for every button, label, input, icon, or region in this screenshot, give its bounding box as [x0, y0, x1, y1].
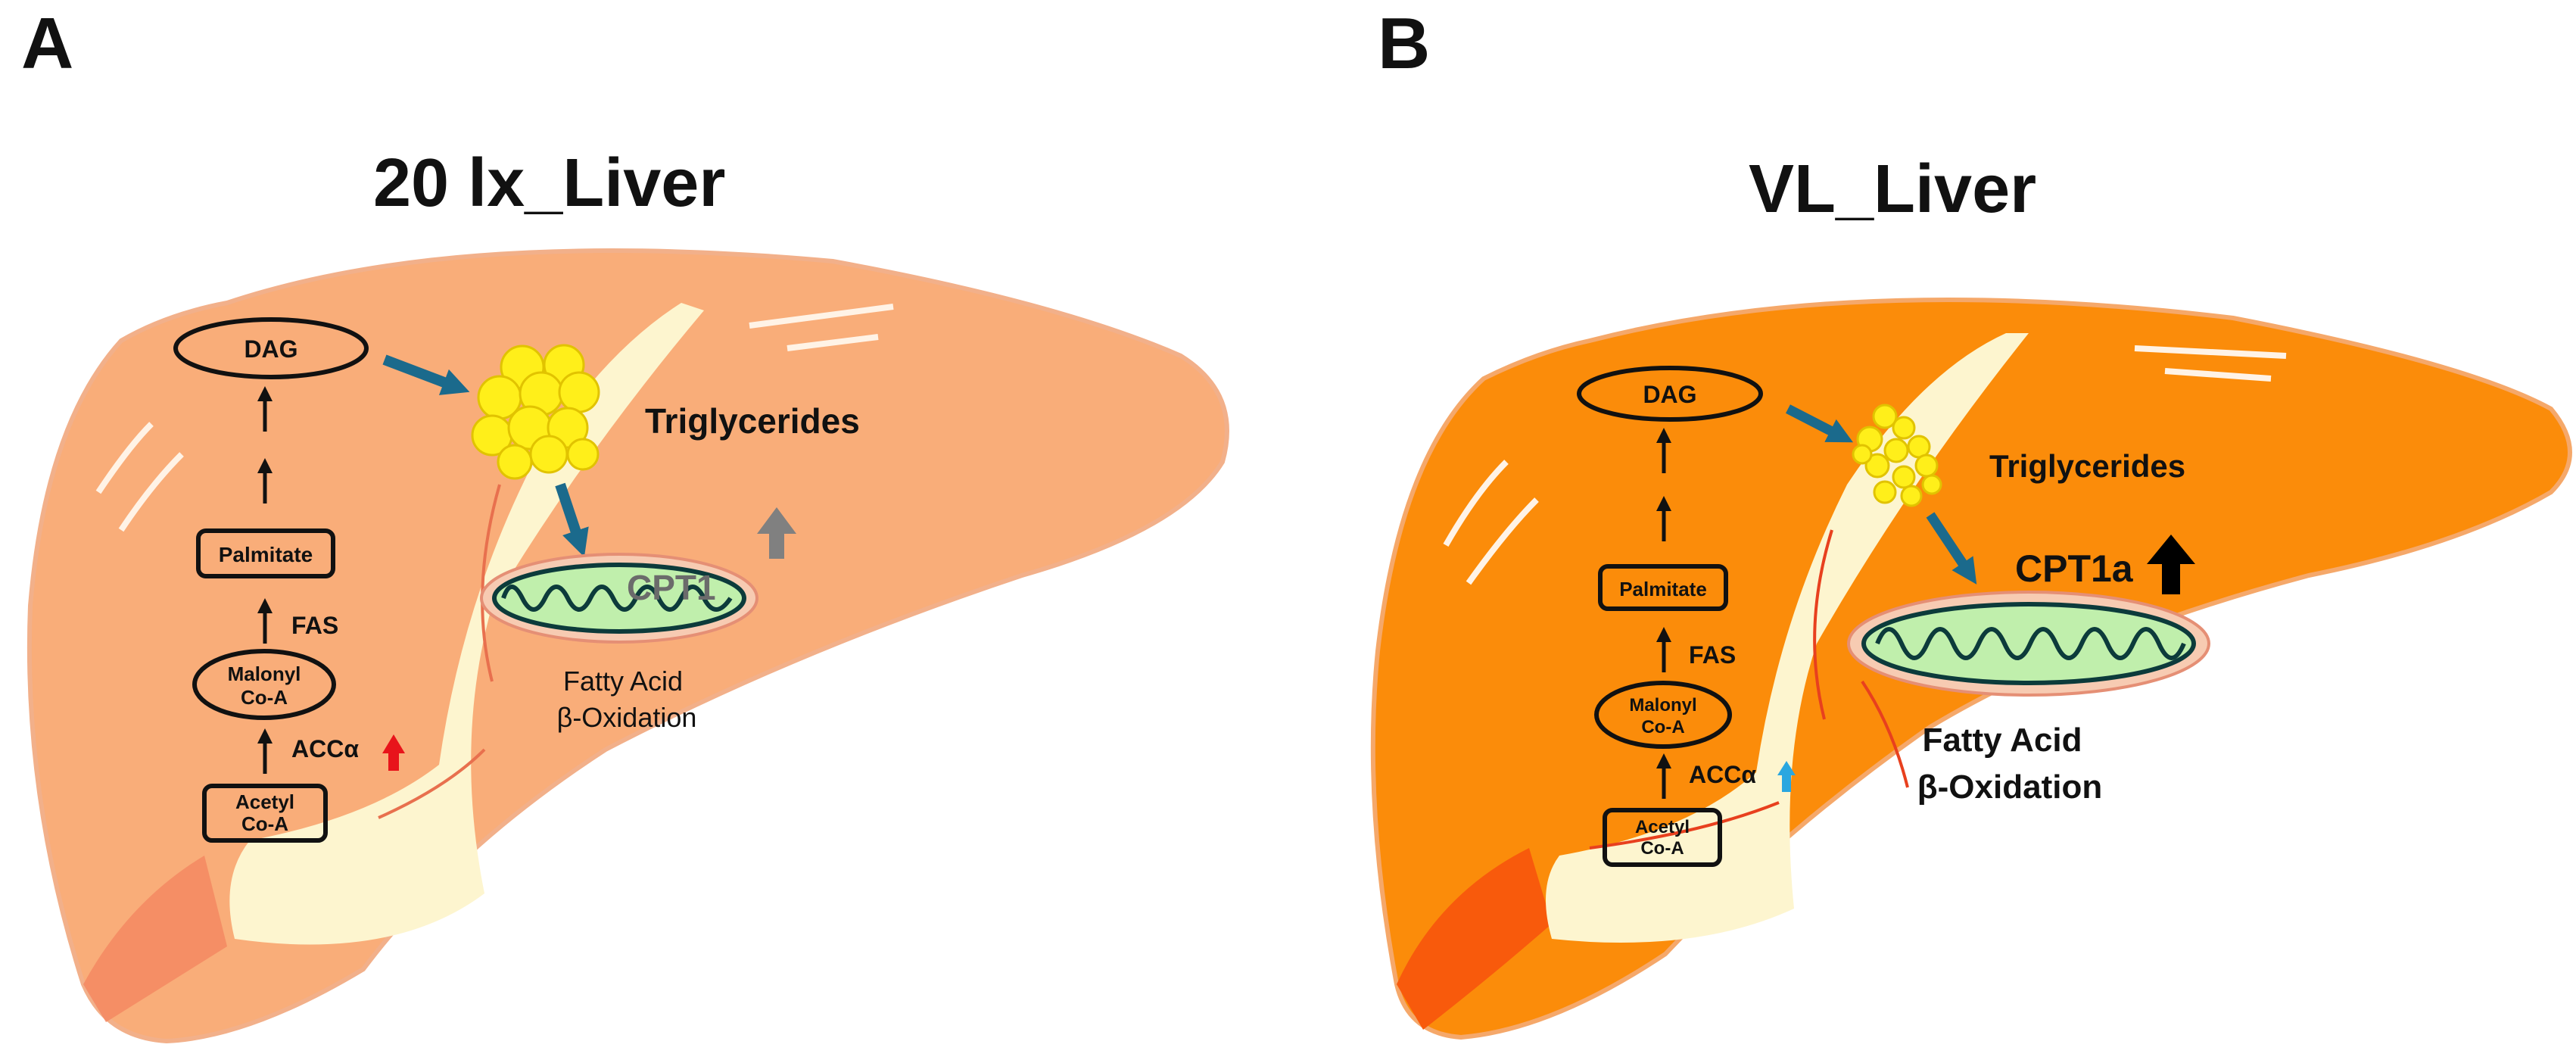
cpt1a-up-arrow-icon [2147, 535, 2195, 594]
acc-up-arrow-icon [1777, 761, 1796, 792]
cpt1a-label: CPT1a [2015, 547, 2134, 590]
malonyl-label-2: Co-A [1641, 717, 1684, 737]
oxidation-label-1: Fatty Acid [563, 666, 683, 697]
dag-label: DAG [1643, 381, 1696, 408]
dag-to-tg-flow-arrow-icon [382, 354, 470, 395]
acc-label: ACCα [291, 735, 359, 762]
malonyl-coa-node [192, 649, 336, 720]
panel-a: A 20 lx_Liver DAG Palmitate FAS Malonyl … [21, 3, 1229, 1044]
acetyl-label-1: Acetyl [1635, 817, 1690, 837]
lipid-droplet-icon [471, 344, 600, 480]
malonyl-label-1: Malonyl [1629, 695, 1696, 716]
mitochondrion-icon [1847, 591, 2210, 697]
mitochondrion-icon [480, 553, 758, 644]
fas-label: FAS [1689, 641, 1736, 669]
triglycerides-label: Triglycerides [1989, 448, 2185, 484]
dag-node [1577, 366, 1763, 422]
fas-label: FAS [291, 612, 338, 639]
dag-node [173, 317, 369, 379]
palmitate-node [1598, 564, 1728, 611]
liver-shape [26, 248, 1229, 1044]
lipid-droplet-icon [1852, 404, 1942, 507]
panel-b: B VL_Liver DAG Palmitate FAS Malonyl Co-… [1370, 3, 2572, 1040]
acetyl-label-2: Co-A [1640, 838, 1684, 859]
tg-to-mito-flow-arrow-icon [555, 482, 589, 557]
palmitate-label: Palmitate [1619, 578, 1707, 600]
tg-to-mito-flow-arrow-icon [1926, 512, 1977, 585]
malonyl-label-2: Co-A [241, 686, 288, 709]
cpt1-label: CPT1 [627, 568, 716, 607]
dag-label: DAG [244, 335, 297, 363]
acc-label: ACCα [1689, 761, 1756, 788]
malonyl-label-1: Malonyl [228, 662, 301, 685]
panel-a-letter: A [21, 3, 73, 84]
oxidation-label-1: Fatty Acid [1922, 722, 2082, 759]
oxidation-label-2: β-Oxidation [1917, 768, 2102, 806]
malonyl-coa-node [1594, 681, 1732, 749]
acc-up-arrow-icon [382, 734, 405, 771]
oxidation-label-2: β-Oxidation [557, 702, 697, 733]
palmitate-node [196, 528, 335, 578]
acetyl-label-1: Acetyl [235, 790, 294, 813]
panel-b-letter: B [1378, 3, 1430, 84]
acetyl-coa-node [202, 784, 328, 843]
palmitate-label: Palmitate [219, 543, 313, 566]
panel-b-title: VL_Liver [1749, 151, 2036, 227]
acetyl-coa-node [1603, 808, 1722, 867]
dag-to-tg-flow-arrow-icon [1786, 404, 1854, 443]
triglycerides-label: Triglycerides [645, 401, 860, 441]
panel-a-title: 20 lx_Liver [373, 145, 725, 221]
acetyl-label-2: Co-A [241, 812, 288, 835]
cpt1-up-arrow-icon [757, 507, 796, 559]
